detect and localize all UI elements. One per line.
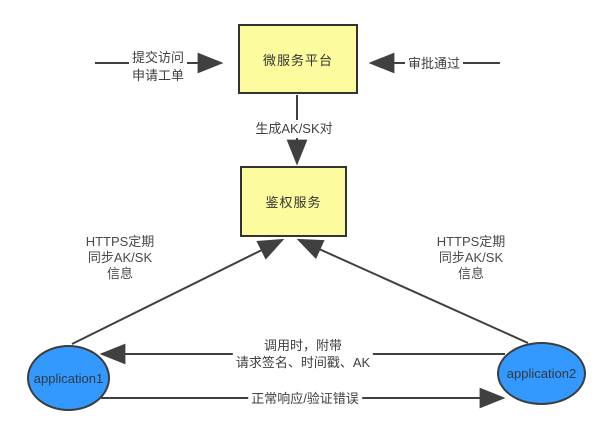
edge-label-sync-left: HTTPS定期 同步AK/SK 信息 [86,234,155,282]
edge-label-sync-left-line1: HTTPS定期 [85,234,155,249]
edge-label-submit-line1: 提交访问 [131,50,185,65]
auth-service-node: 鉴权服务 [240,166,347,237]
edge-label-sync-right: HTTPS定期 同步AK/SK 信息 [437,234,506,282]
edge-label-approval: 审批通过 [404,55,464,73]
application2-label: application2 [506,366,577,381]
microservice-platform-node: 微服务平台 [238,24,358,94]
edge-label-generate-aksk: 生成AK/SK对 [252,120,336,138]
edge-label-sync-right-line1: HTTPS定期 [436,234,506,249]
edge-label-sync-left-line2: 同步AK/SK [87,250,153,265]
edge-label-submit-line2: 申请工单 [131,68,185,83]
edge-label-submit-ticket: 提交访问 申请工单 [128,49,188,85]
arrow-sync-app2 [296,238,529,344]
edge-label-response: 正常响应/验证错误 [248,390,362,408]
edge-label-call-with-signature: 调用时，附带 请求签名、时间戳、AK [232,337,374,371]
edge-label-call-line2: 请求签名、时间戳、AK [235,355,371,370]
edge-label-sync-right-line2: 同步AK/SK [438,250,504,265]
microservice-platform-label: 微服务平台 [262,52,333,68]
application1-node: application1 [27,345,110,411]
auth-service-label: 鉴权服务 [265,195,322,210]
application2-node: application2 [497,342,586,405]
edge-label-sync-right-line3: 信息 [457,266,484,281]
edge-label-sync-left-line3: 信息 [106,266,133,281]
edge-label-call-line1: 调用时，附带 [263,338,342,353]
application1-label: application1 [33,370,104,386]
arrow-sync-app1 [71,238,285,345]
